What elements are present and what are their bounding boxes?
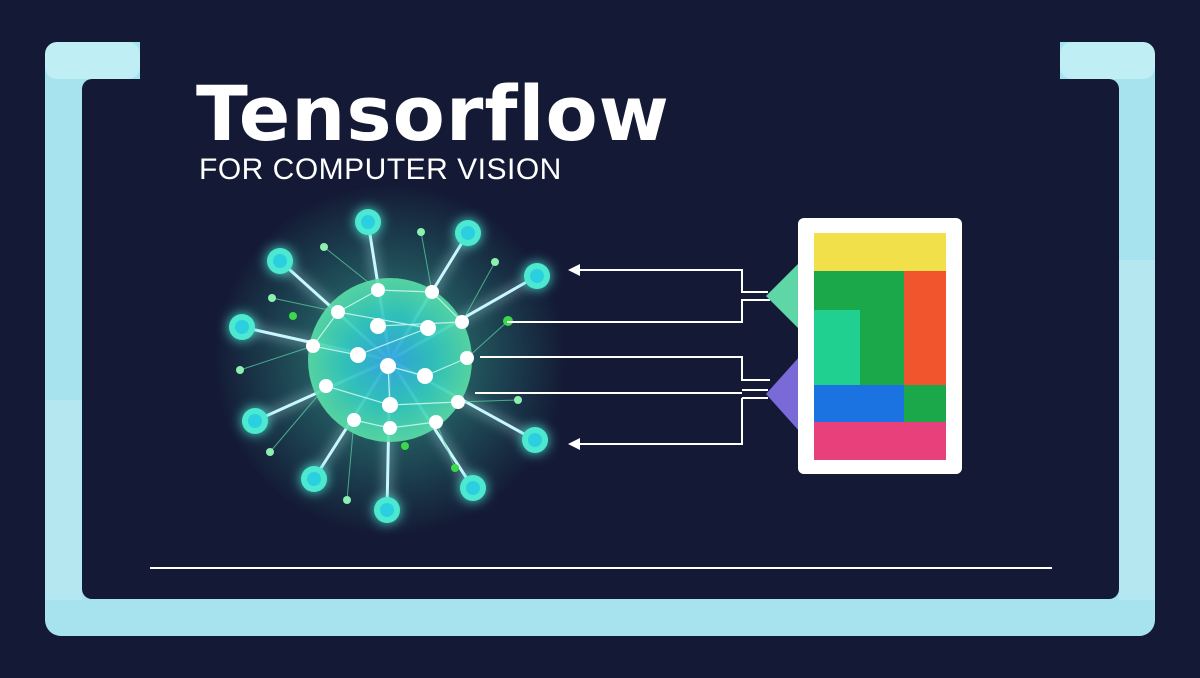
connector-top	[766, 262, 800, 330]
network-outer-nodes	[229, 209, 550, 523]
network-small-dots	[236, 228, 522, 504]
line-middle	[480, 356, 770, 381]
arrow-top	[575, 269, 743, 293]
frame-corner-right	[1060, 42, 1155, 79]
network-thin-links	[239, 231, 519, 501]
segmented-image-icon	[798, 218, 962, 474]
segment-green-small	[904, 385, 946, 422]
frame-side-left	[45, 400, 82, 600]
frame-gap-top	[140, 40, 1060, 80]
neural-network-icon	[215, 185, 565, 535]
segment-pink	[814, 422, 946, 460]
segment-red	[904, 271, 946, 385]
frame-side-right	[1119, 260, 1155, 600]
network-inner-nodes	[306, 283, 474, 435]
segment-blue	[814, 385, 904, 422]
arrow-top-head	[568, 264, 580, 276]
connector-bottom	[766, 356, 800, 432]
arrow-bottom	[575, 398, 743, 445]
connection-lines	[475, 264, 770, 450]
segment-mint	[814, 310, 860, 385]
page-title: Tensorflow	[196, 69, 670, 158]
page-subtitle: FOR COMPUTER VISION	[199, 153, 562, 186]
arrow-bottom-head	[568, 438, 580, 450]
frame-corner-left	[45, 42, 140, 79]
segment-yellow	[814, 233, 946, 271]
